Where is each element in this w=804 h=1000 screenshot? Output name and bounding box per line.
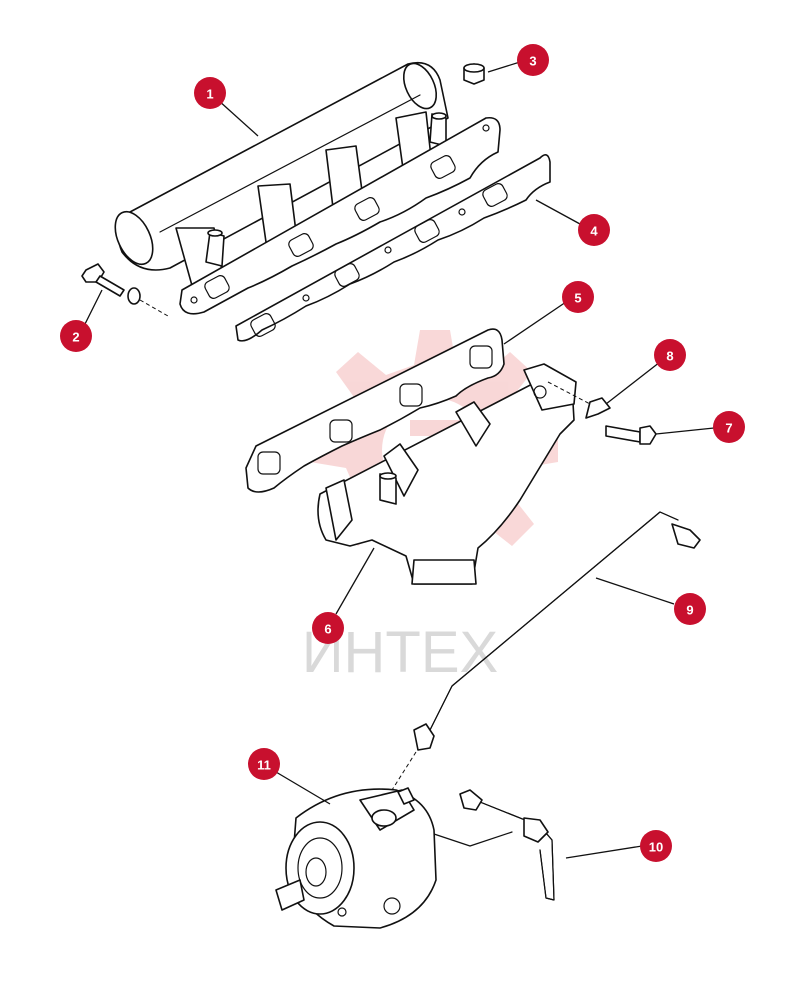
leader-1 [217,99,259,137]
callout-circle [517,44,549,76]
callout-label: 9 [686,603,693,618]
callout-label: 8 [666,349,673,364]
callout-circle [562,281,594,313]
leader-lines [83,61,715,859]
callout-3: 3 [517,44,549,76]
callout-label: 3 [529,54,536,69]
callout-circle [60,320,92,352]
exhaust-manifold-gasket [245,328,505,493]
manifold-bolt-with-washer [81,263,169,317]
oil-pipe [427,789,555,901]
callout-badges: 1 2 3 4 5 6 7 8 9 10 11 [60,44,745,862]
leader-2 [83,289,103,327]
callout-7: 7 [713,411,745,443]
callout-label: 10 [649,840,663,855]
vacuum-pump [275,787,437,929]
callout-11: 11 [248,748,280,780]
callout-1: 1 [194,77,226,109]
callout-9: 9 [674,593,706,625]
callout-circle [713,411,745,443]
callout-label: 2 [72,330,79,345]
leader-4 [535,199,581,225]
leader-6 [335,547,375,615]
callout-5: 5 [562,281,594,313]
callout-2: 2 [60,320,92,352]
callout-label: 6 [324,622,331,637]
leader-5 [503,301,567,345]
callout-circle [654,339,686,371]
callout-label: 1 [206,87,213,102]
leader-3 [487,61,521,73]
callout-circle [578,214,610,246]
callout-label: 11 [257,758,271,773]
callout-circle [312,612,344,644]
callout-circle [194,77,226,109]
callout-circle [248,748,280,780]
callout-circle [640,830,672,862]
leader-11 [275,771,331,805]
callout-circle [674,593,706,625]
callout-label: 4 [590,224,598,239]
leader-9 [595,577,675,605]
nut [463,63,485,85]
intake-manifold [114,61,501,315]
callout-label: 7 [725,421,732,436]
callout-4: 4 [578,214,610,246]
bolt [605,425,657,445]
leader-10 [565,845,643,859]
bracket-clip [547,381,611,419]
callout-label: 5 [574,291,581,306]
vacuum-pipe [391,511,701,791]
callout-8: 8 [654,339,686,371]
exhaust-manifold [317,363,577,585]
leader-8 [605,361,661,405]
callout-10: 10 [640,830,672,862]
intake-manifold-gasket [235,154,551,342]
callout-6: 6 [312,612,344,644]
leader-7 [655,427,715,435]
